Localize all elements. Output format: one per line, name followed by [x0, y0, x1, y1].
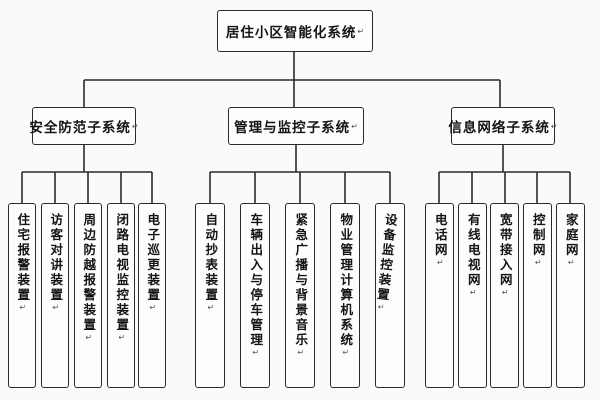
paragraph-mark: ↵ — [375, 302, 386, 313]
leaf-node: 电话网↵ — [425, 203, 454, 388]
leaf-node-label: 控制网↵ — [530, 213, 546, 267]
branch-node-label: 信息网络子系统 — [448, 120, 550, 136]
leaf-node-label: 住宅报警装置↵ — [15, 213, 31, 312]
paragraph-mark: ↵ — [500, 288, 510, 297]
leaf-node: 闭路电视监控装置↵ — [107, 203, 135, 388]
leaf-node-label: 家庭网↵ — [563, 213, 579, 267]
leaf-node: 紧急广播与背景音乐↵ — [285, 203, 315, 388]
leaf-node: 有线电视网↵ — [458, 203, 487, 388]
leaf-node-label: 电话网↵ — [432, 213, 448, 267]
paragraph-mark: ↵ — [296, 348, 306, 357]
leaf-node-label: 紧急广播与背景音乐↵ — [293, 213, 309, 357]
paragraph-mark: ↵ — [251, 348, 261, 357]
leaf-node: 电子巡更装置↵ — [138, 203, 166, 388]
root-node-label: 居住小区智能化系统 — [225, 25, 357, 41]
leaf-node-label: 电子巡更装置↵ — [145, 213, 161, 312]
leaf-node-label: 访客对讲装置↵ — [48, 213, 64, 312]
leaf-node: 车辆出入与停车管理↵ — [240, 203, 270, 388]
paragraph-mark: ↵ — [206, 303, 216, 312]
branch-node-network: 信息网络子系统↵ — [448, 107, 558, 145]
leaf-node-label: 周边防越报警装置↵ — [81, 213, 97, 342]
leaf-node: 物业管理计算机系统↵ — [330, 203, 360, 388]
leaf-node: 周边防越报警装置↵ — [74, 203, 102, 388]
paragraph-mark: ↵ — [351, 121, 358, 131]
leaf-node: 控制网↵ — [523, 203, 552, 388]
paragraph-mark: ↵ — [468, 288, 478, 297]
leaf-node: 自动抄表装置↵ — [195, 203, 225, 388]
paragraph-mark: ↵ — [357, 26, 365, 36]
leaf-node-label: 车辆出入与停车管理↵ — [248, 213, 264, 357]
leaf-node: 住宅报警装置↵ — [8, 203, 36, 388]
paragraph-mark: ↵ — [148, 303, 158, 312]
paragraph-mark: ↵ — [435, 258, 445, 267]
leaf-node: 宽带接入网↵ — [490, 203, 519, 388]
paragraph-mark: ↵ — [18, 303, 28, 312]
branch-node-label: 安全防范子系统 — [29, 120, 131, 136]
leaf-node-label: 宽带接入网↵ — [497, 213, 513, 297]
branch-node-management: 管理与监控子系统↵ — [228, 107, 364, 145]
leaf-node-label: 自动抄表装置↵ — [203, 213, 219, 312]
paragraph-mark: ↵ — [131, 121, 139, 131]
paragraph-mark: ↵ — [51, 303, 61, 312]
leaf-node: 家庭网↵ — [556, 203, 585, 388]
root-node: 居住小区智能化系统↵ — [217, 10, 373, 52]
paragraph-mark: ↵ — [566, 258, 576, 267]
leaf-node: 访客对讲装置↵ — [41, 203, 69, 388]
leaf-node-label: 闭路电视监控装置↵ — [114, 213, 130, 342]
paragraph-mark: ↵ — [84, 333, 94, 342]
paragraph-mark: ↵ — [550, 121, 558, 131]
branch-node-security: 安全防范子系统↵ — [29, 107, 139, 145]
paragraph-mark: ↵ — [533, 258, 543, 267]
paragraph-mark: ↵ — [341, 348, 351, 357]
paragraph-mark: ↵ — [117, 333, 127, 342]
leaf-node: 设备监控装置↵ — [373, 203, 405, 388]
branch-node-label: 管理与监控子系统 — [234, 120, 351, 136]
leaf-node-label: 设备监控装置↵ — [373, 212, 399, 313]
leaf-node-label: 物业管理计算机系统↵ — [338, 213, 354, 357]
leaf-node-label: 有线电视网↵ — [465, 213, 481, 297]
